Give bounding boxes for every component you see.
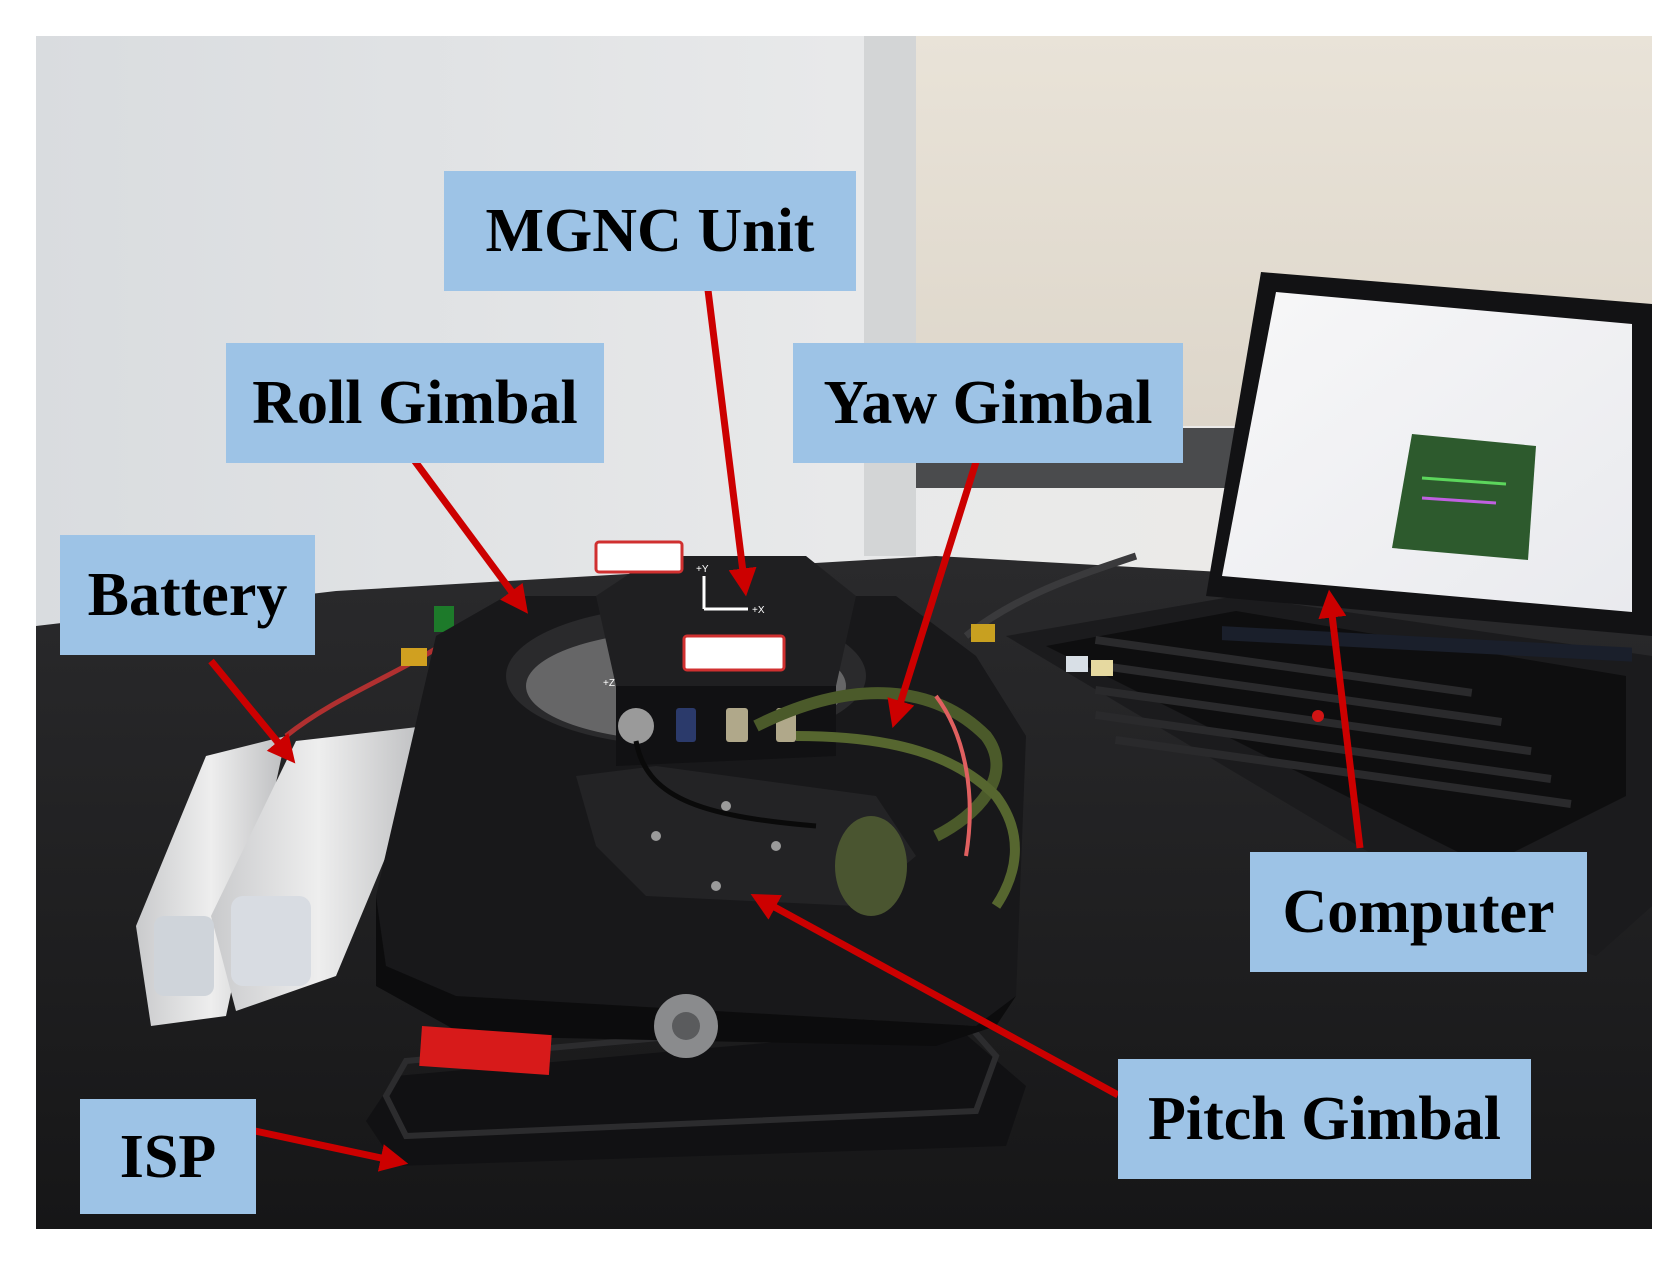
screen-plot-window [1392, 434, 1536, 560]
label-mgnc-unit: MGNC Unit [444, 171, 856, 291]
pitch-plate-bolt-3 [771, 841, 781, 851]
mgnc-label-sticker-2 [682, 634, 786, 672]
pitch-plate-bolt-2 [651, 831, 661, 841]
harness-cable-1 [753, 687, 1003, 842]
db9-port-1 [726, 708, 748, 742]
usb-plug [971, 624, 995, 642]
label-computer: Computer [1250, 852, 1587, 972]
mgnc-top [596, 556, 856, 686]
label-battery: Battery [60, 535, 315, 655]
pitch-plate-bolt-1 [721, 801, 731, 811]
mgnc-axis-plus-y: +Y [696, 564, 709, 575]
label-pitch-gimbal: Pitch Gimbal [1118, 1059, 1531, 1179]
mgnc-axis-plus-x: +X [752, 605, 765, 616]
batteries [136, 606, 458, 1026]
screen-plot-purple-line [1421, 496, 1497, 505]
label-yaw-gimbal: Yaw Gimbal [793, 343, 1183, 463]
wall-corner-shade [864, 36, 916, 556]
battery-end-2 [231, 896, 311, 986]
military-connector [835, 816, 907, 916]
label-isp: ISP [80, 1099, 256, 1214]
mgnc-label-sticker-1 [594, 540, 684, 574]
mgnc-axis-plus-z: +Z [603, 678, 615, 689]
laptop-sticker-2 [1091, 660, 1113, 676]
usb-cable [963, 552, 1138, 639]
red-tag [419, 1026, 552, 1075]
laptop-sticker-1 [1066, 656, 1088, 672]
power-switch [434, 606, 454, 632]
trackpoint [1312, 710, 1324, 722]
black-cable-bnc [633, 740, 817, 829]
screen-plot-green-line [1421, 476, 1507, 486]
pitch-plate-bolt-4 [711, 881, 721, 891]
label-roll-gimbal: Roll Gimbal [226, 343, 604, 463]
vga-port [676, 708, 696, 742]
bnc-connector [618, 708, 654, 744]
battery-connector [401, 648, 427, 666]
harness-cable-2 [795, 731, 1020, 909]
pitch-gimbal-plate [576, 766, 916, 906]
roll-gimbal-side [376, 896, 1016, 1046]
taskbar [1222, 626, 1632, 662]
pitch-axis-hub-center [672, 1012, 700, 1040]
mgnc-unit-box: +Y +X +Z [594, 540, 856, 766]
battery-end-1 [154, 916, 214, 996]
